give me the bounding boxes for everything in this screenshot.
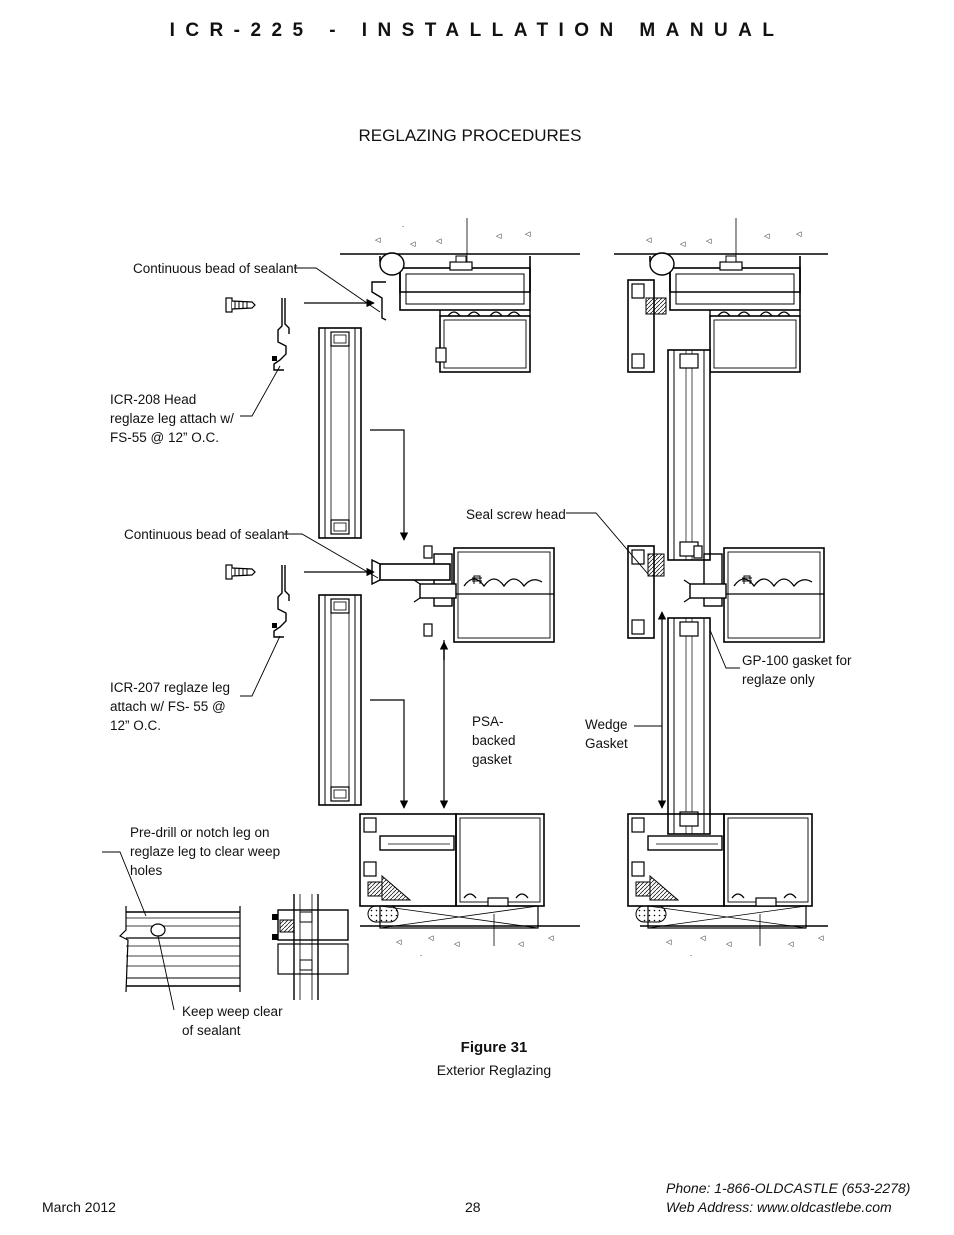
- svg-text:◁: ◁: [726, 940, 732, 948]
- svg-text:◁: ◁: [428, 934, 434, 942]
- svg-text:·: ·: [402, 223, 404, 231]
- callout-psa-line-2: backed: [472, 733, 516, 748]
- callout-wedge: Wedge Gasket: [585, 715, 628, 753]
- footer-contact: Phone: 1-866-OLDCASTLE (653-2278) Web Ad…: [666, 1179, 910, 1217]
- svg-text:◁: ◁: [700, 934, 706, 942]
- figure-caption: Exterior Reglazing: [436, 1062, 552, 1078]
- callout-gp100-line-2: reglaze only: [742, 672, 815, 687]
- callout-leg-207-line-1: ICR-207 reglaze leg: [110, 680, 231, 695]
- section-title: REGLAZING PROCEDURES: [358, 126, 582, 145]
- figure-number: Figure 31: [460, 1039, 528, 1056]
- svg-text:◁: ◁: [788, 940, 794, 948]
- callout-keep-weep: Keep weep clear of sealant: [182, 1002, 283, 1040]
- callout-head-leg: ICR-208 Head reglaze leg attach w/ FS-55…: [110, 390, 234, 447]
- footer-web: Web Address: www.oldcastlebe.com: [666, 1199, 892, 1215]
- callout-psa-line-1: PSA-: [472, 714, 504, 729]
- svg-text:·: ·: [690, 952, 692, 960]
- svg-text:◁: ◁: [518, 940, 524, 948]
- callout-psa: PSA- backed gasket: [472, 712, 516, 769]
- callout-sealant-mid: Continuous bead of sealant: [124, 527, 289, 542]
- svg-text:◁: ◁: [666, 938, 672, 946]
- callout-predrill-line-3: holes: [130, 863, 163, 878]
- footer-phone: Phone: 1-866-OLDCASTLE (653-2278): [666, 1180, 911, 1196]
- svg-text:◁: ◁: [646, 236, 652, 244]
- svg-text:◁: ◁: [454, 940, 460, 948]
- callout-predrill: Pre-drill or notch leg on reglaze leg to…: [130, 823, 280, 880]
- svg-text:◁: ◁: [436, 237, 442, 245]
- page-number: 28: [465, 1199, 481, 1215]
- callout-keep-weep-line-2: of sealant: [182, 1023, 241, 1038]
- svg-text:◁: ◁: [796, 230, 802, 238]
- callout-gp100-line-1: GP-100 gasket for: [742, 653, 852, 668]
- footer-date: March 2012: [42, 1199, 116, 1215]
- svg-text:◁: ◁: [548, 934, 554, 942]
- callout-keep-weep-line-1: Keep weep clear: [182, 1004, 283, 1019]
- callout-head-leg-line-3: FS-55 @ 12” O.C.: [110, 430, 219, 445]
- callout-predrill-line-1: Pre-drill or notch leg on: [130, 825, 270, 840]
- svg-text:◁: ◁: [375, 236, 381, 244]
- callout-leg-207-line-3: 12” O.C.: [110, 718, 162, 733]
- svg-text:◁: ◁: [396, 938, 402, 946]
- svg-text:◁: ◁: [496, 232, 502, 240]
- svg-text:·: ·: [420, 952, 422, 960]
- svg-text:◁: ◁: [706, 237, 712, 245]
- callout-leg-207-line-2: attach w/ FS- 55 @: [110, 699, 226, 714]
- svg-text:◁: ◁: [764, 232, 770, 240]
- svg-text:◁: ◁: [680, 240, 686, 248]
- callout-head-leg-line-2: reglaze leg attach w/: [110, 411, 234, 426]
- svg-text:◁: ◁: [410, 240, 416, 248]
- callout-seal-screw: Seal screw head: [466, 507, 566, 522]
- manual-title: ICR-225 - INSTALLATION MANUAL: [169, 20, 785, 41]
- svg-text:◁: ◁: [525, 230, 531, 238]
- callout-predrill-line-2: reglaze leg to clear weep: [130, 844, 281, 859]
- callout-gp100: GP-100 gasket for reglaze only: [742, 651, 852, 689]
- callout-head-leg-line-1: ICR-208 Head: [110, 392, 197, 407]
- callout-psa-line-3: gasket: [472, 752, 512, 767]
- callout-wedge-line-2: Gasket: [585, 736, 628, 751]
- callout-sealant-top: Continuous bead of sealant: [133, 261, 298, 276]
- callout-wedge-line-1: Wedge: [585, 717, 628, 732]
- svg-text:◁: ◁: [818, 934, 824, 942]
- callout-leg-207: ICR-207 reglaze leg attach w/ FS- 55 @ 1…: [110, 678, 230, 735]
